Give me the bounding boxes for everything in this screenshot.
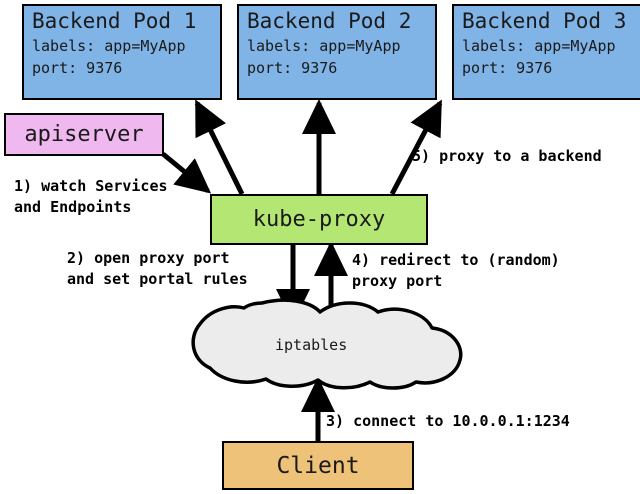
backend-pod-3-port: port: 9376 xyxy=(462,59,553,77)
backend-pod-3-title: Backend Pod 3 xyxy=(462,9,627,33)
backend-pod-1-labels: labels: app=MyApp xyxy=(32,37,186,55)
kube-proxy-label: kube-proxy xyxy=(252,207,386,232)
apiserver-box[interactable]: apiserver xyxy=(4,113,164,156)
client-label: Client xyxy=(276,452,360,479)
annotation-step-2-line-1: 2) open proxy port xyxy=(67,249,230,267)
arrow-apiserver-to-kubeproxy xyxy=(161,152,212,194)
client-box[interactable]: Client xyxy=(222,441,414,490)
backend-pod-2-port: port: 9376 xyxy=(247,59,338,77)
annotation-step-3: 3) connect to 10.0.0.1:1234 xyxy=(326,412,570,430)
backend-pod-1-title: Backend Pod 1 xyxy=(32,9,197,33)
iptables-cloud-shape xyxy=(191,298,463,390)
backend-pod-2-labels: labels: app=MyApp xyxy=(247,37,401,55)
arrow-kubeproxy-to-pod3 xyxy=(389,99,443,196)
iptables-label: iptables xyxy=(275,336,348,354)
kube-proxy-box[interactable]: kube-proxy xyxy=(210,194,428,245)
annotation-step-1-line-2: and Endpoints xyxy=(14,198,132,216)
backend-pod-2-title: Backend Pod 2 xyxy=(247,9,412,33)
backend-pod-1-box[interactable]: Backend Pod 1 labels: app=MyApp port: 93… xyxy=(22,4,222,100)
backend-pod-3-box[interactable]: Backend Pod 3 labels: app=MyApp port: 93… xyxy=(452,4,640,100)
annotation-step-4-line-1: 4) redirect to (random) xyxy=(352,251,560,269)
backend-pod-2-box[interactable]: Backend Pod 2 labels: app=MyApp port: 93… xyxy=(237,4,437,100)
annotation-step-2-line-2: and set portal rules xyxy=(67,270,248,288)
backend-pod-1-port: port: 9376 xyxy=(32,59,123,77)
apiserver-label: apiserver xyxy=(24,122,144,147)
backend-pod-3-labels: labels: app=MyApp xyxy=(462,37,616,55)
annotation-step-1-line-1: 1) watch Services xyxy=(14,177,168,195)
arrow-kubeproxy-to-pod1 xyxy=(194,99,245,196)
annotation-step-5: 5) proxy to a backend xyxy=(412,147,602,165)
annotation-step-4-line-2: proxy port xyxy=(352,272,443,290)
